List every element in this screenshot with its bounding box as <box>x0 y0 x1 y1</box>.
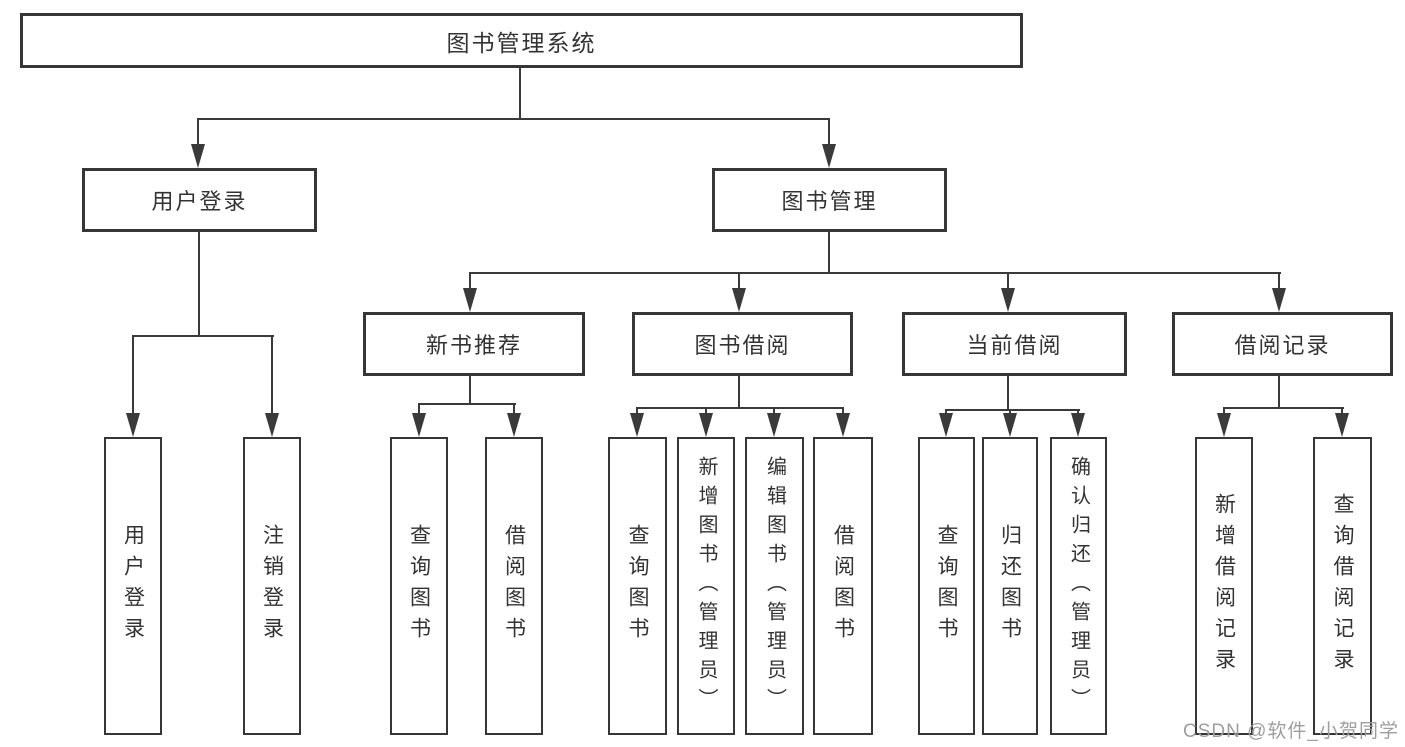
node-label: 用户登录 <box>151 189 248 214</box>
arrowhead-leaf-borrow-book-1 <box>507 413 521 437</box>
leaf-user-login: 用户登录 <box>104 437 162 735</box>
edge-bookmgmt-drop1 <box>469 272 471 290</box>
edge-current-rail <box>945 409 1080 411</box>
arrowhead-borrowing-records <box>1272 288 1286 312</box>
arrowhead-leaf-query-book-2 <box>630 413 644 437</box>
leaf-label: 用户登录 <box>121 524 145 648</box>
arrowhead-leaf-query-record <box>1335 413 1349 437</box>
edge-bookmgmt-drop3 <box>1007 272 1009 290</box>
edge-bookmgmt-drop4 <box>1278 272 1280 290</box>
leaf-label: 借阅图书 <box>502 524 526 648</box>
leaf-logout: 注销登录 <box>243 437 301 735</box>
edge-userlogin-rail <box>132 335 274 337</box>
node-label: 新书推荐 <box>425 333 522 358</box>
node-label: 当前借阅 <box>966 333 1063 358</box>
node-label: 图书借阅 <box>694 333 791 358</box>
leaf-query-borrow-record: 查询借阅记录 <box>1313 437 1372 735</box>
arrowhead-new-book-recommend <box>463 288 477 312</box>
csdn-watermark: CSDN @软件_小贺同学 <box>1183 721 1399 742</box>
leaf-label: 查询图书 <box>626 524 649 648</box>
leaf-edit-book-admin: 编辑图书（管理员） <box>745 437 804 735</box>
edge-borrowing-drop2 <box>705 407 707 415</box>
arrowhead-leaf-return-book <box>1003 413 1017 437</box>
leaf-borrow-book-2: 借阅图书 <box>813 437 873 735</box>
leaf-add-borrow-record: 新增借阅记录 <box>1195 437 1253 735</box>
node-current-borrowing: 当前借阅 <box>902 312 1127 376</box>
edge-userlogin-drop2 <box>271 335 273 415</box>
arrowhead-leaf-logout <box>265 413 279 437</box>
arrowhead-leaf-edit-book <box>767 413 781 437</box>
node-book-management: 图书管理 <box>712 168 947 232</box>
arrowhead-leaf-query-book-1 <box>412 413 426 437</box>
leaf-confirm-return-admin: 确认归还（管理员） <box>1050 437 1107 735</box>
edge-userlogin-drop1 <box>132 335 134 415</box>
arrowhead-leaf-query-book-3 <box>939 413 953 437</box>
edge-records-rail <box>1223 407 1344 409</box>
leaf-label: 编辑图书（管理员） <box>763 455 786 717</box>
edge-root-right-drop <box>828 118 830 146</box>
leaf-label: 查询图书 <box>935 524 958 648</box>
arrowhead-leaf-borrow-book-2 <box>836 413 850 437</box>
leaf-query-book-1: 查询图书 <box>390 437 448 735</box>
leaf-label: 查询图书 <box>407 524 431 648</box>
node-book-borrowing: 图书借阅 <box>632 312 853 376</box>
edge-borrowing-drop3 <box>773 407 775 415</box>
edge-bookmgmt-rail <box>469 272 1281 274</box>
edge-recommend-rail <box>418 403 516 405</box>
edge-records-drop2 <box>1341 407 1343 415</box>
edge-current-drop2 <box>1009 409 1011 415</box>
edge-borrowing-drop4 <box>842 407 844 415</box>
edge-borrowing-rail <box>636 407 844 409</box>
leaf-query-book-2: 查询图书 <box>608 437 667 735</box>
edge-recommend-stem <box>469 376 471 403</box>
arrowhead-leaf-user-login <box>126 413 140 437</box>
edge-current-drop1 <box>945 409 947 415</box>
leaf-label: 借阅图书 <box>831 524 855 648</box>
leaf-return-book: 归还图书 <box>982 437 1038 735</box>
node-root-library-system: 图书管理系统 <box>20 13 1023 68</box>
arrowhead-leaf-add-record <box>1217 413 1231 437</box>
edge-root-rail <box>198 118 830 120</box>
edge-borrowing-stem <box>738 376 740 407</box>
edge-userlogin-stem <box>198 232 200 335</box>
edge-current-stem <box>1007 376 1009 409</box>
edge-records-stem <box>1278 376 1280 407</box>
leaf-query-book-3: 查询图书 <box>918 437 975 735</box>
node-label: 图书管理系统 <box>446 29 597 56</box>
edge-recommend-drop2 <box>513 403 515 415</box>
node-new-book-recommend: 新书推荐 <box>363 312 585 376</box>
arrowhead-leaf-add-book <box>699 413 713 437</box>
leaf-add-book-admin: 新增图书（管理员） <box>677 437 735 735</box>
edge-bookmgmt-drop2 <box>738 272 740 290</box>
arrowhead-book-borrowing <box>732 288 746 312</box>
edge-root-stem <box>519 68 521 118</box>
node-label: 图书管理 <box>781 189 878 214</box>
arrowhead-user-login <box>191 144 205 168</box>
leaf-label: 新增借阅记录 <box>1212 493 1236 679</box>
leaf-label: 确认归还（管理员） <box>1067 455 1090 717</box>
leaf-label: 归还图书 <box>998 524 1022 648</box>
edge-current-drop3 <box>1077 409 1079 415</box>
edge-recommend-drop1 <box>418 403 420 415</box>
arrowhead-book-management <box>822 144 836 168</box>
edge-bookmgmt-stem <box>828 232 830 272</box>
leaf-label: 新增图书（管理员） <box>695 455 717 717</box>
leaf-label: 查询借阅记录 <box>1331 493 1354 679</box>
arrowhead-leaf-confirm-return <box>1071 413 1085 437</box>
leaf-borrow-book-1: 借阅图书 <box>485 437 543 735</box>
node-label: 借阅记录 <box>1234 333 1331 358</box>
edge-borrowing-drop1 <box>636 407 638 415</box>
leaf-label: 注销登录 <box>260 524 284 648</box>
node-borrowing-records: 借阅记录 <box>1172 312 1393 376</box>
arrowhead-current-borrowing <box>1001 288 1015 312</box>
node-user-login: 用户登录 <box>82 168 317 232</box>
edge-records-drop1 <box>1223 407 1225 415</box>
edge-root-left-drop <box>197 118 199 146</box>
